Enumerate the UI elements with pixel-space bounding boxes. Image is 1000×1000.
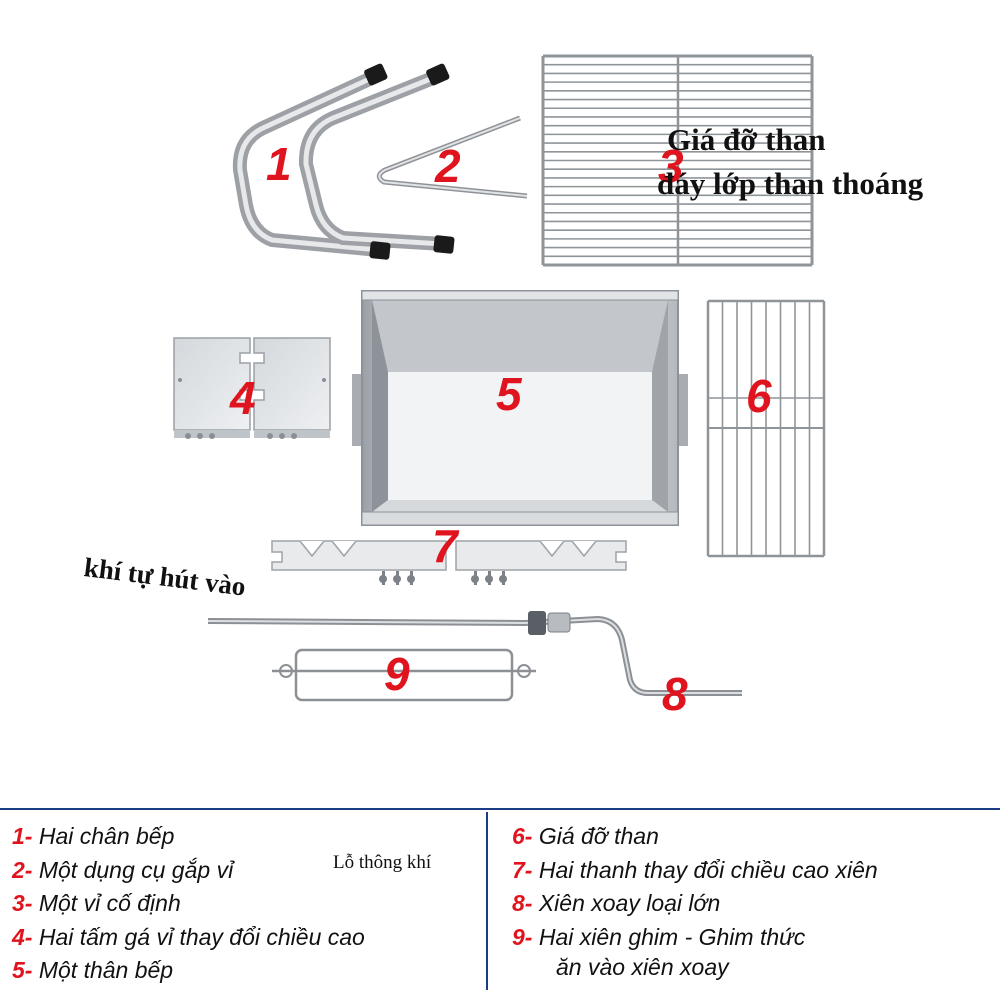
legend-item-text: Hai chân bếp [32, 823, 175, 849]
legend-item-text: Hai tấm gá vỉ thay đổi chiều cao [32, 923, 365, 950]
legend-item: 6- Giá đỡ than [512, 821, 878, 855]
part-9-pins [272, 648, 536, 702]
part-4-plates [173, 337, 331, 439]
legend-item: 5- Một thân bếp [12, 955, 365, 989]
part-number-4: 4 [229, 372, 256, 424]
part-number-8: 8 [662, 668, 688, 720]
legend-item: 9- Hai xiên ghim - Ghim thức ăn vào xiên … [512, 922, 878, 980]
legend-item: 2- Một dụng cụ gắp vỉ [12, 855, 365, 889]
part-5-body [352, 290, 688, 526]
part-number-7: 7 [432, 520, 460, 572]
legend-item: 1- Hai chân bếp [12, 821, 365, 855]
legend-item-number: 3- [12, 890, 33, 916]
legend-item: 7- Hai thanh thay đổi chiều cao xiên [512, 855, 878, 889]
part-number-6: 6 [746, 370, 772, 422]
legend-item: 8- Xiên xoay loại lớn [512, 888, 878, 922]
legend-item: 3- Một vỉ cố định [12, 888, 365, 922]
legend-item-number: 2- [12, 856, 33, 883]
legend-top-rule [0, 808, 1000, 810]
part-6-coal-rack [706, 299, 826, 558]
legend-item-text: Hai thanh thay đổi chiều cao xiên [532, 856, 878, 883]
legend-item-text: Xiên xoay loại lớn [532, 890, 721, 916]
part-number-9: 9 [384, 648, 410, 700]
legend-item-text: Một vỉ cố định [32, 890, 181, 916]
legend-item-text: Một thân bếp [32, 957, 174, 983]
annotation-vent-hole: Lỗ thông khí [333, 852, 432, 873]
annotation-coal-rack-line1: Giá đỡ than [667, 122, 826, 157]
legend-item-text: Một dụng cụ gắp vỉ [32, 856, 234, 883]
part-numbers: 1 2 3 4 5 6 7 8 9 [229, 138, 772, 720]
legend-item: 4- Hai tấm gá vỉ thay đổi chiều cao [12, 922, 365, 956]
legend-divider [486, 812, 488, 990]
legend-item-text: Hai xiên ghim - Ghim thức [532, 923, 806, 950]
part-8-rotary-skewer [207, 611, 742, 696]
part-2-tongs [376, 115, 528, 199]
legend-item-number: 1- [12, 823, 33, 849]
annotation-coal-rack-line2: đáy lớp than thoáng [657, 166, 924, 201]
part-number-1: 1 [266, 138, 292, 190]
legend-item-number: 7- [512, 856, 533, 883]
part-number-5: 5 [496, 368, 523, 420]
legend-item-number: 6- [512, 823, 533, 849]
legend-item-text: Giá đỡ than [532, 823, 659, 849]
legend-item-text-continued: ăn vào xiên xoay [556, 953, 729, 980]
legend-item-number: 4- [12, 923, 33, 950]
part-number-3: 3 [658, 140, 684, 192]
part-3-grate [541, 54, 814, 267]
part-number-2: 2 [434, 140, 461, 192]
part-7-height-bars [271, 540, 627, 585]
part-1-legs [232, 63, 455, 260]
legend-item-number: 5- [12, 957, 33, 983]
legend-item-number: 9- [512, 923, 533, 950]
legend-item-number: 8- [512, 890, 533, 916]
